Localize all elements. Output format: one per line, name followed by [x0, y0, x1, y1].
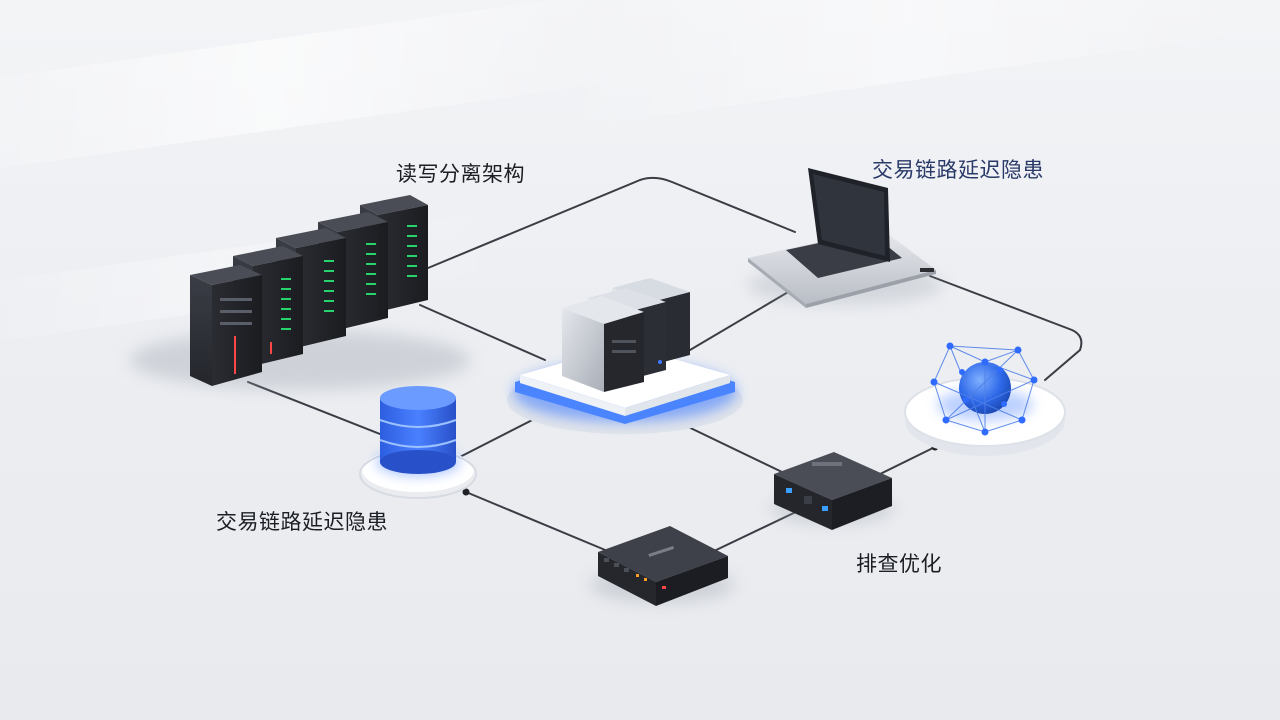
- cable-globe-to-switch: [871, 446, 936, 479]
- cable-rack-to-laptop: [427, 176, 796, 269]
- cable-rack-to-database: [247, 381, 391, 439]
- router-icon: [590, 526, 734, 606]
- database-label: 交易链路延迟隐患: [216, 510, 388, 534]
- server-rack-label: 读写分离架构: [396, 162, 525, 186]
- cable-center-to-switch: [677, 421, 783, 473]
- laptop-icon: [747, 168, 943, 308]
- cable-laptop-to-globe: [929, 275, 1083, 381]
- server-rack-icon: [130, 195, 470, 390]
- central-server-icon: [507, 278, 743, 434]
- switch-icon: [770, 452, 894, 530]
- server-rack-1: [190, 265, 262, 386]
- laptop-label: 交易链路延迟隐患: [872, 158, 1044, 182]
- database-icon: [359, 386, 477, 499]
- switch-label: 排查优化: [856, 552, 942, 576]
- globe-network-icon: [904, 342, 1066, 456]
- cable-database-to-router: [465, 491, 611, 553]
- cable-rack-to-center: [419, 304, 546, 361]
